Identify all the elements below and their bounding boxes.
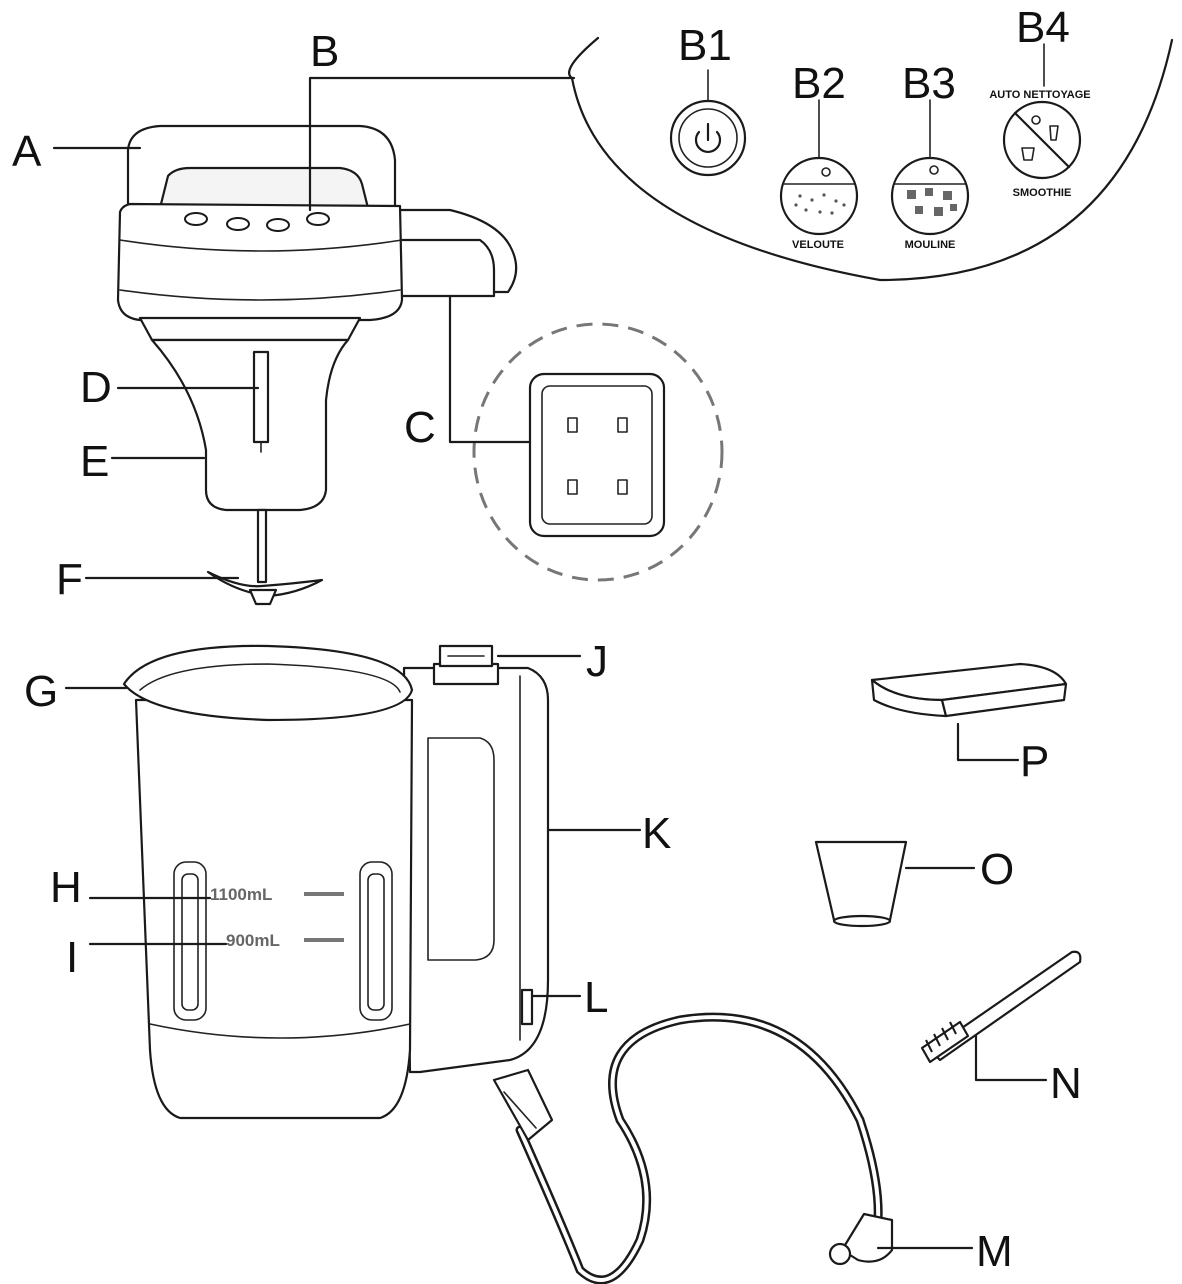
label-i: I xyxy=(66,933,78,982)
label-p: P xyxy=(1020,737,1049,786)
label-o: O xyxy=(980,845,1014,894)
power-button-b1 xyxy=(669,99,747,177)
label-b: B xyxy=(310,27,339,76)
graduation-1100-text: 1100mL xyxy=(210,885,272,904)
label-h: H xyxy=(50,863,82,912)
mouline-button-b3 xyxy=(890,156,970,236)
veloute-button-b2 xyxy=(779,156,859,236)
label-f: F xyxy=(56,555,83,604)
b4-bottom-text: SMOOTHIE xyxy=(1013,187,1072,199)
label-j: J xyxy=(586,637,608,686)
cleaning-brush xyxy=(920,950,1082,1064)
label-b3: B3 xyxy=(902,59,956,108)
label-b2: B2 xyxy=(792,59,846,108)
b2-label-text: VELOUTE xyxy=(792,239,844,251)
label-b1: B1 xyxy=(678,21,732,70)
leader-lines xyxy=(52,76,1048,1250)
graduation-900-text: 900mL xyxy=(226,931,280,950)
power-socket-detail xyxy=(472,322,724,582)
label-c: C xyxy=(404,403,436,452)
label-g: G xyxy=(24,667,58,716)
label-b4: B4 xyxy=(1016,3,1070,52)
measuring-cup xyxy=(814,840,908,928)
label-n: N xyxy=(1050,1059,1082,1108)
sponge xyxy=(870,662,1068,718)
label-a: A xyxy=(12,127,42,176)
control-panel: VELOUTE MOULINE AUTO NETTOYAGE SMOOTHIE xyxy=(568,36,1174,282)
cleaning-smoothie-button-b4 xyxy=(1002,100,1082,180)
motor-head xyxy=(116,124,518,606)
part-labels: A B B1 B2 B3 B4 C D E F G H I J K L M N … xyxy=(12,3,1082,1276)
label-d: D xyxy=(80,363,112,412)
label-e: E xyxy=(80,437,109,486)
jug: 1100mL 900mL xyxy=(122,644,550,1120)
label-k: K xyxy=(642,809,671,858)
label-l: L xyxy=(584,973,608,1022)
power-cord xyxy=(492,1012,894,1284)
b4-top-text: AUTO NETTOYAGE xyxy=(989,89,1090,101)
label-m: M xyxy=(976,1227,1013,1276)
b3-label-text: MOULINE xyxy=(905,239,956,251)
